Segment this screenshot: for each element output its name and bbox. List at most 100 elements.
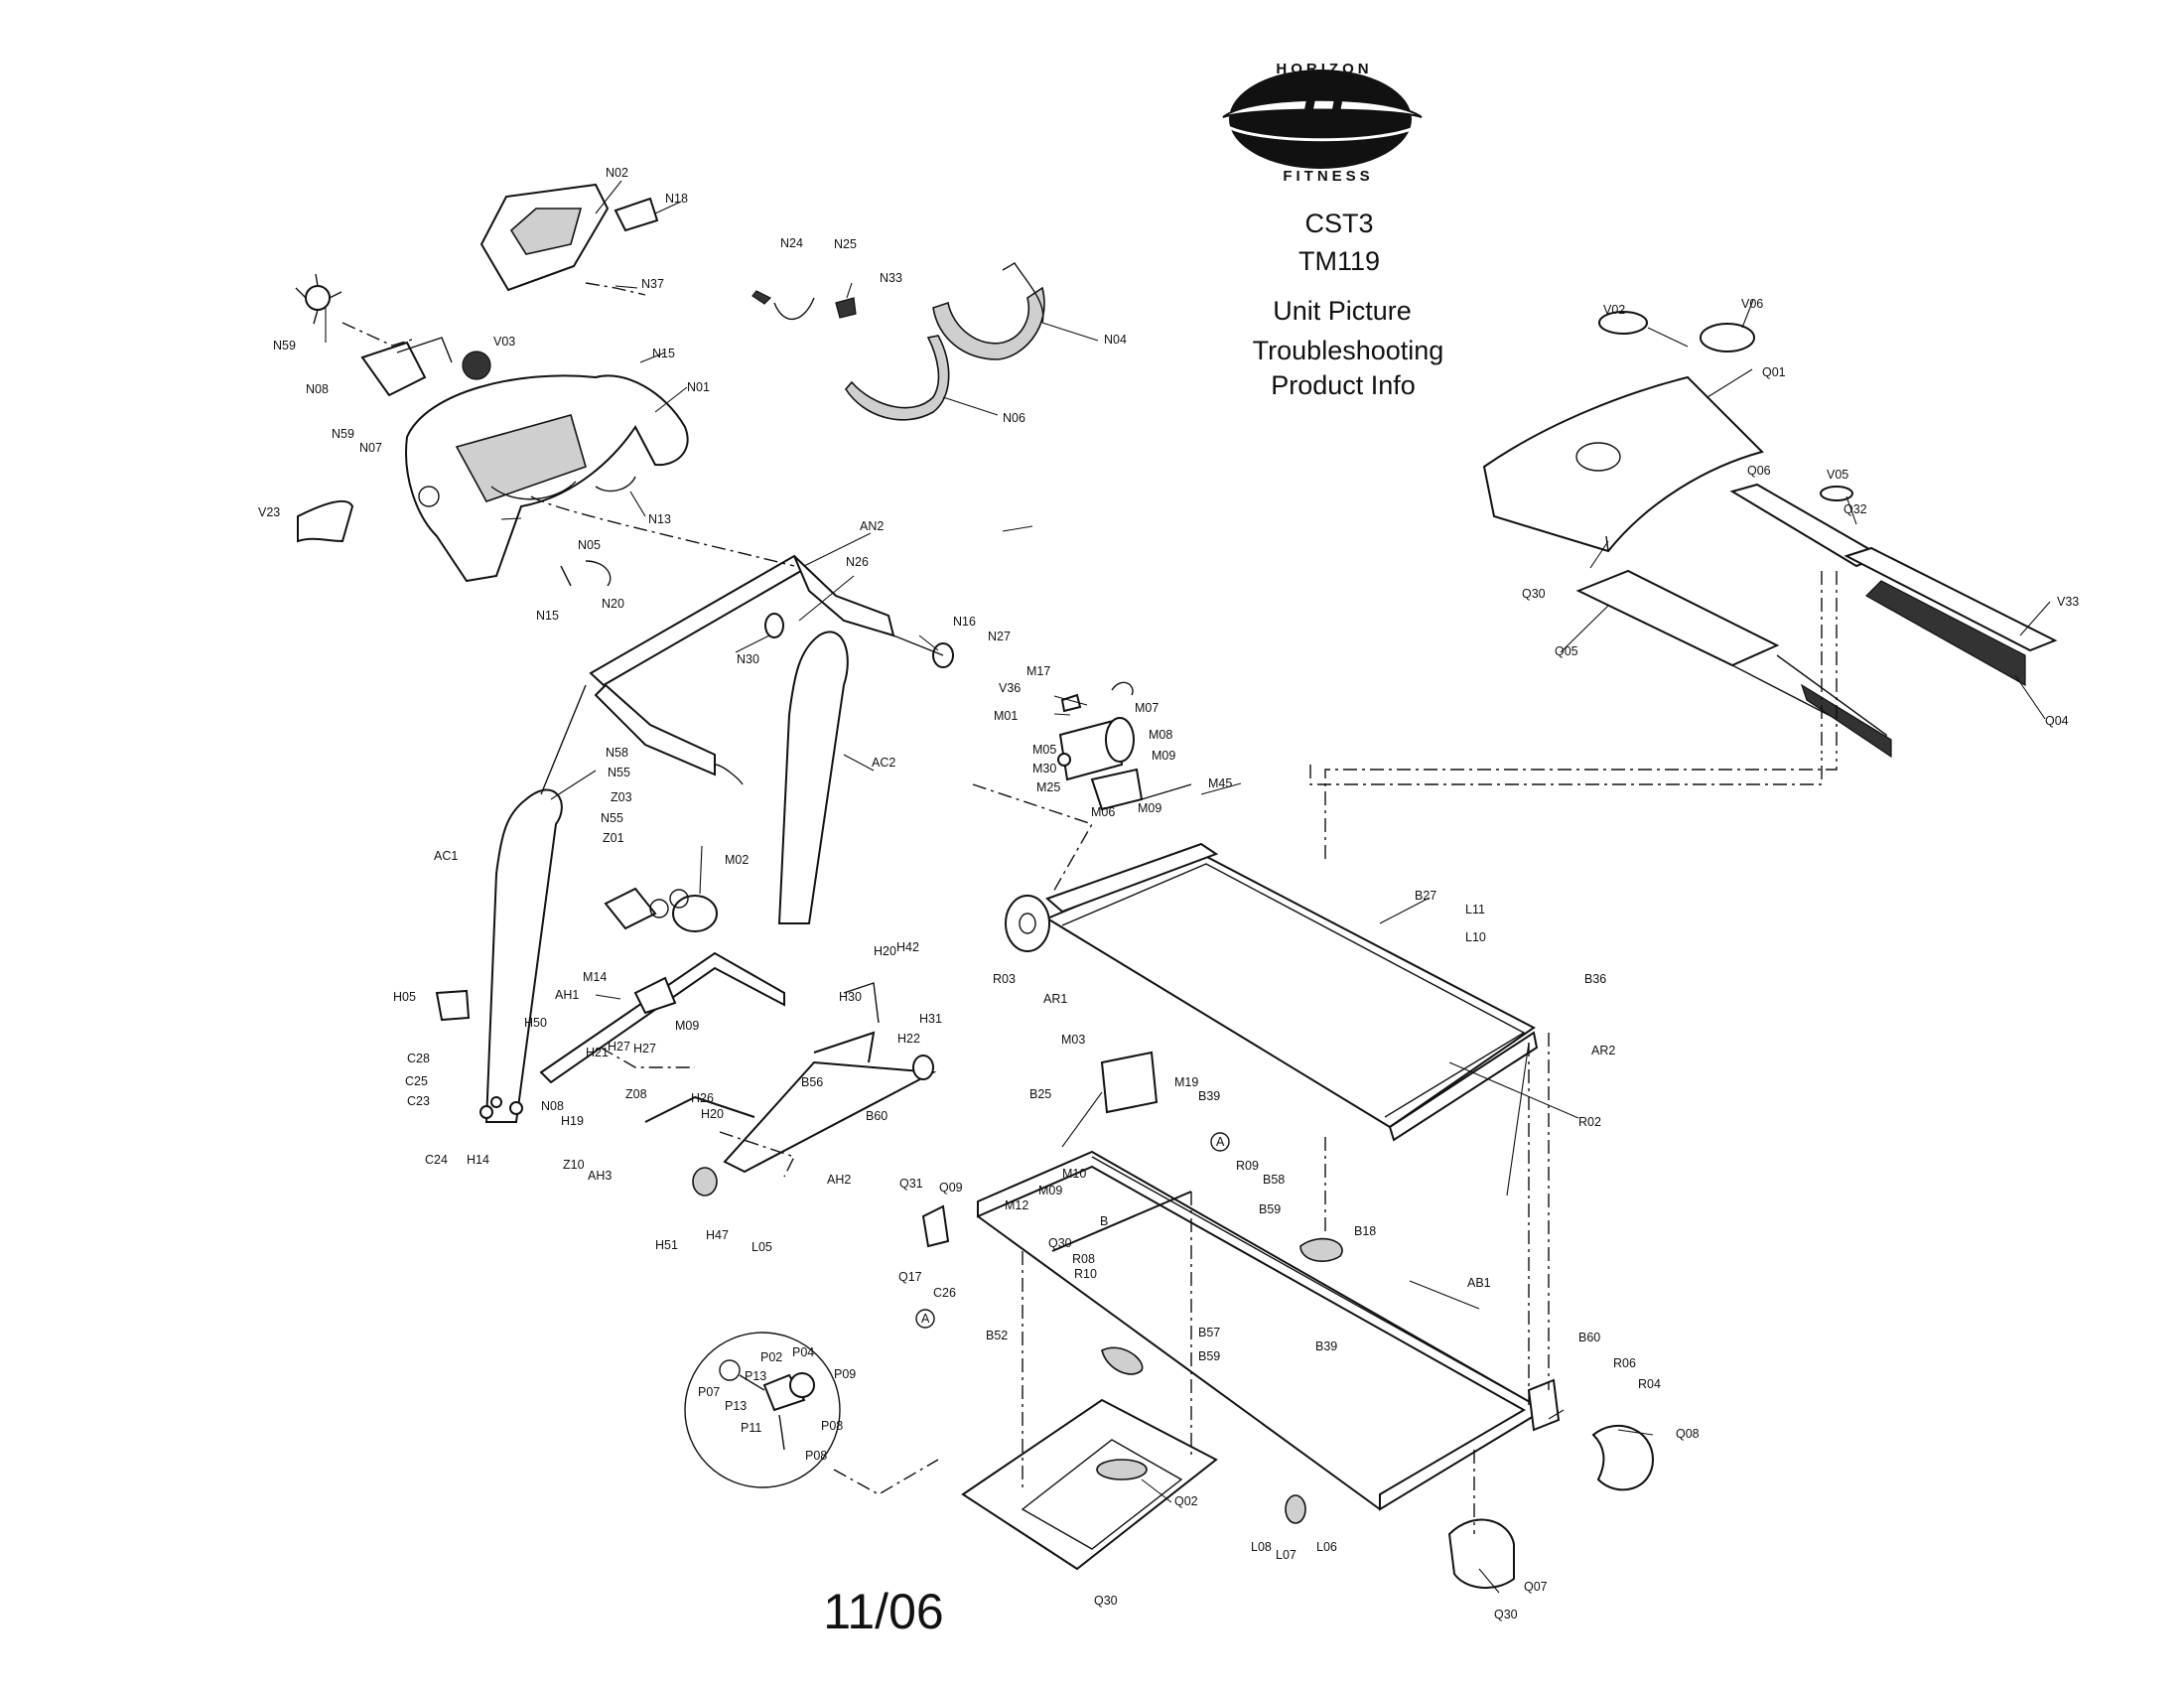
callout-ah1: AH1 (555, 988, 579, 1002)
frame-handle (1101, 1346, 1144, 1375)
callout-m09-left: M09 (675, 1019, 699, 1033)
marker-a-top (1210, 1132, 1230, 1152)
assy-line-rail-1 (1309, 755, 1823, 785)
logo-letter: H (1298, 82, 1344, 151)
deck-inner (1061, 863, 1526, 1118)
lift-arm-ah1 (539, 951, 785, 1084)
link-troubleshooting[interactable]: Troubleshooting (1253, 336, 1444, 365)
incline-motor-m02 (672, 895, 718, 932)
callout-c26: C26 (933, 1286, 956, 1300)
callout-m12: M12 (1005, 1198, 1028, 1212)
callout-p02: P02 (760, 1350, 782, 1364)
grip-n16 (892, 634, 944, 656)
front-roller-ar1 (1045, 842, 1219, 914)
callout-b: B (1100, 1214, 1108, 1228)
cup-holder-left (418, 486, 440, 507)
bolt-m45 (1141, 783, 1192, 800)
callout-l10: L10 (1465, 930, 1486, 944)
callout-q31: Q31 (899, 1177, 923, 1191)
callout-p11: P11 (741, 1421, 761, 1435)
callout-q06: Q06 (1747, 464, 1771, 478)
callout-n05: N05 (578, 538, 601, 552)
end-cap-n30 (764, 613, 784, 638)
console-display-window (509, 208, 583, 255)
console-housing-group (297, 374, 689, 587)
motor-hood-q01 (1482, 375, 1764, 553)
bottom-tray-group (961, 1398, 1218, 1571)
callout-n04: N04 (1104, 333, 1127, 347)
logo-top-text: HORIZON (1276, 61, 1372, 77)
callout-m19: M19 (1174, 1075, 1198, 1089)
callout-c23: C23 (407, 1094, 430, 1108)
callout-q30-hood: Q30 (1522, 587, 1546, 601)
side-rail-cover-q05 (1575, 569, 1780, 667)
callout-n16: N16 (953, 615, 976, 629)
callout-l11: L11 (1465, 903, 1485, 916)
callout-m01: M01 (994, 709, 1018, 723)
end-caps-group (1285, 1425, 1655, 1590)
callout-z08: Z08 (625, 1087, 647, 1101)
callout-n01: N01 (687, 380, 710, 394)
callout-ar2: AR2 (1591, 1044, 1615, 1057)
callout-l05: L05 (751, 1240, 772, 1254)
rear-end-cap-q08 (1591, 1425, 1655, 1491)
callout-n33: N33 (880, 271, 902, 285)
callout-m09-motor: M09 (1152, 749, 1175, 763)
wheel-l05 (692, 1167, 718, 1196)
callout-m45: M45 (1208, 776, 1232, 790)
callout-q05: Q05 (1555, 644, 1578, 658)
callout-q08: Q08 (1676, 1427, 1700, 1441)
handle-cover-n04-inner (1002, 262, 1044, 324)
callout-q30-base: Q30 (1048, 1236, 1072, 1250)
bushing-n08 (509, 1101, 523, 1115)
callout-l06: L06 (1316, 1540, 1337, 1554)
wheel-b60 (912, 1055, 934, 1080)
link-product-info[interactable]: Product Info (1271, 370, 1416, 400)
end-cap-n58 (714, 764, 744, 785)
callout-p13-a: P13 (745, 1369, 766, 1383)
callout-r04: R04 (1638, 1377, 1661, 1391)
switch-p09 (789, 1372, 815, 1398)
callout-b39-bottom: B39 (1315, 1339, 1337, 1353)
safety-key-p07 (719, 1359, 741, 1381)
callout-b39-top: B39 (1198, 1089, 1220, 1103)
callout-h22: H22 (897, 1032, 920, 1046)
callout-ac2: AC2 (872, 756, 895, 770)
callout-v03: V03 (493, 335, 515, 349)
marker-b-2 (669, 889, 689, 909)
callout-m25: M25 (1036, 780, 1060, 794)
handle-covers-group (845, 262, 1045, 421)
callout-q02: Q02 (1174, 1494, 1198, 1508)
callout-h27-a: H27 (608, 1040, 630, 1054)
leveler-wheel-l06 (1285, 1494, 1306, 1524)
callout-n08-lift: N08 (541, 1099, 564, 1113)
fan-hub (305, 285, 331, 311)
detail-inset-group (684, 1332, 841, 1488)
link-unit-picture[interactable]: Unit Picture (1273, 296, 1412, 326)
decal-v05 (1820, 486, 1853, 501)
callout-v06: V06 (1741, 297, 1763, 311)
callout-h20-upper: H20 (874, 944, 896, 958)
rear-roller-ar2 (1388, 1031, 1539, 1142)
callout-n08-top: N08 (306, 382, 329, 396)
handle-cover-n04 (932, 286, 1045, 360)
lanyard (739, 1374, 765, 1391)
callout-b36: B36 (1584, 972, 1606, 986)
assy-line-rail-2 (1324, 755, 1838, 859)
bracket-m02 (604, 887, 657, 930)
motor-hood-window (1575, 442, 1621, 472)
callout-n27: N27 (988, 630, 1011, 643)
base-frame-left-rail (977, 1215, 1381, 1510)
console-board-edge (396, 337, 453, 363)
callout-c24: C24 (425, 1153, 448, 1167)
cross-member (1051, 1191, 1192, 1252)
base-frame-right-rail (1091, 1156, 1545, 1411)
handlebar-left (594, 683, 716, 776)
pulse-grip-n06 (845, 335, 950, 421)
callout-q32: Q32 (1843, 502, 1867, 516)
front-roller-pulley-r03 (1005, 895, 1050, 952)
marker-b-1 (649, 899, 669, 918)
model-code: TM119 (1298, 246, 1380, 276)
callout-h27-b: H27 (633, 1042, 656, 1056)
